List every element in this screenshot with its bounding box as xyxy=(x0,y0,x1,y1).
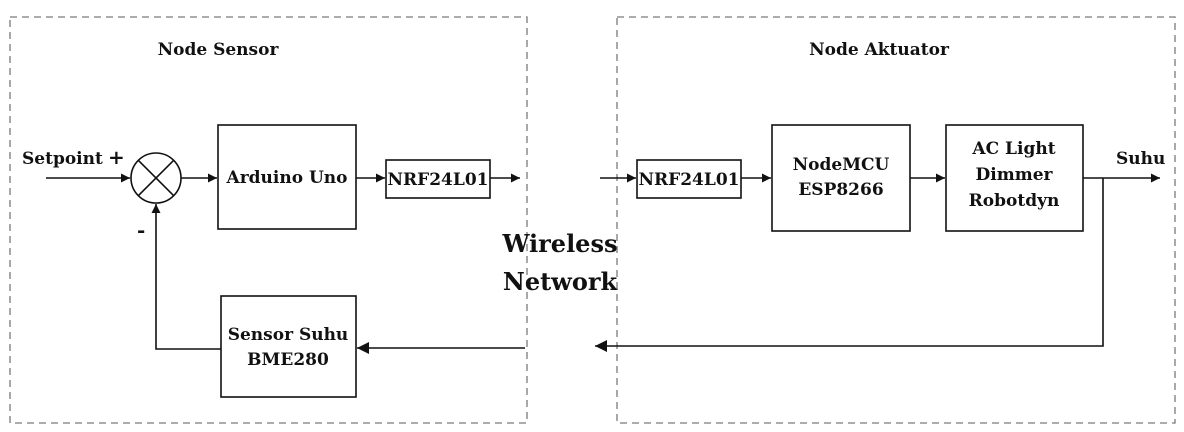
feedback-wire-aktuator xyxy=(595,178,1104,352)
dimmer-label: Dimmer xyxy=(976,165,1054,185)
node-aktuator-region xyxy=(616,16,1176,424)
arduino-uno-label: Arduino Uno xyxy=(226,168,348,188)
arduino-uno-block xyxy=(217,124,357,230)
nrf24l01-rx-label: NRF24L01 xyxy=(638,170,739,190)
sensor-suhu-block xyxy=(220,295,357,398)
node-aktuator-title: Node Aktuator xyxy=(809,40,950,60)
sensor-suhu-label: Sensor Suhu xyxy=(228,325,349,345)
node-sensor-title: Node Sensor xyxy=(158,40,280,60)
wireless-label: Wireless xyxy=(502,229,618,258)
ac-light-label: AC Light xyxy=(971,139,1055,159)
minus-sign: - xyxy=(137,218,145,242)
nodemcu-block xyxy=(771,124,911,232)
nrf24l01-tx-block xyxy=(385,159,491,199)
suhu-output-label: Suhu xyxy=(1116,149,1165,169)
node-sensor-region xyxy=(9,16,528,424)
network-label: Network xyxy=(503,267,619,296)
plus-sign: + xyxy=(108,145,125,169)
ac-light-dimmer-block xyxy=(945,124,1084,232)
bme280-label: BME280 xyxy=(247,350,329,370)
esp8266-label: ESP8266 xyxy=(798,180,883,200)
robotdyn-label: Robotdyn xyxy=(969,191,1060,211)
nrf24l01-tx-label: NRF24L01 xyxy=(387,170,488,190)
setpoint-label: Setpoint xyxy=(22,149,103,169)
nodemcu-label: NodeMCU xyxy=(793,155,890,175)
nrf24l01-rx-block xyxy=(636,159,742,199)
sensor-to-junction-arrow xyxy=(151,204,221,350)
summing-junction xyxy=(130,152,182,204)
